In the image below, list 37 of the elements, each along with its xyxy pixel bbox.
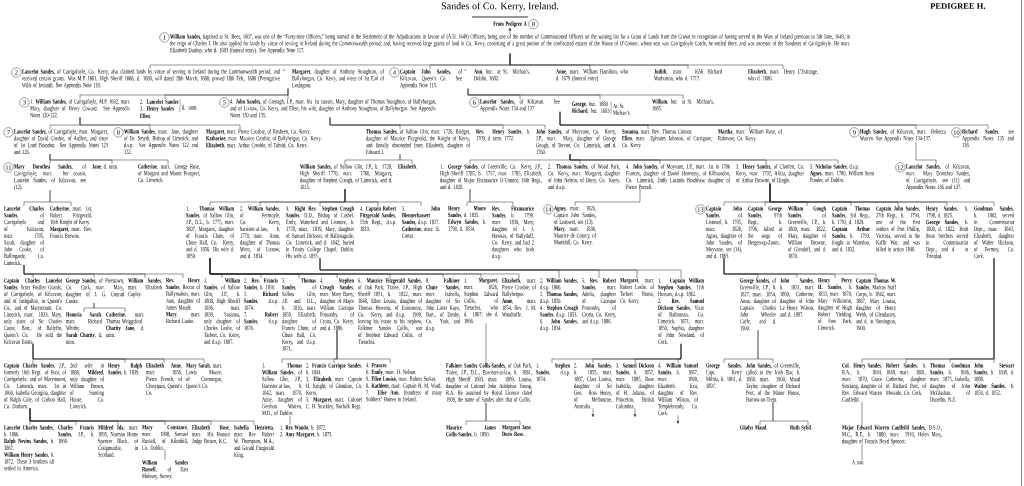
arrow xyxy=(591,408,595,417)
descent-line xyxy=(509,53,784,70)
descent-line xyxy=(49,153,169,165)
descent-line xyxy=(769,183,995,207)
descent-line xyxy=(79,117,241,130)
descent-line xyxy=(164,449,166,461)
descent-line xyxy=(93,302,126,313)
descent-line xyxy=(915,141,937,165)
descent-line xyxy=(757,330,774,364)
descent-line xyxy=(861,444,863,461)
descent-line xyxy=(574,188,641,207)
descent-line xyxy=(485,402,521,426)
title: Sandes of Co. Kerry, Ireland. xyxy=(441,2,559,12)
descent-line xyxy=(399,153,413,165)
descent-line xyxy=(485,322,487,364)
descent-line xyxy=(861,401,863,426)
descent-line xyxy=(569,153,839,165)
pedigree-heading: PEDIGREE H. xyxy=(930,3,986,9)
descent-line xyxy=(677,343,682,364)
arrow xyxy=(676,414,680,424)
descent-line xyxy=(344,188,422,207)
descent-line xyxy=(993,257,995,364)
descent-line xyxy=(289,415,291,426)
descent-line xyxy=(772,401,809,426)
descent-line xyxy=(23,264,184,279)
arrow xyxy=(633,408,637,417)
descent-line xyxy=(336,329,391,364)
descent-line xyxy=(467,88,684,100)
descent-line xyxy=(329,117,546,130)
descent-line xyxy=(723,257,877,279)
descent-line xyxy=(287,88,289,100)
descent-line xyxy=(32,343,205,364)
descent-line xyxy=(29,408,255,426)
descent-line xyxy=(469,188,514,207)
arrow xyxy=(508,27,512,35)
descent-line xyxy=(49,190,72,207)
descent-line xyxy=(559,111,989,130)
